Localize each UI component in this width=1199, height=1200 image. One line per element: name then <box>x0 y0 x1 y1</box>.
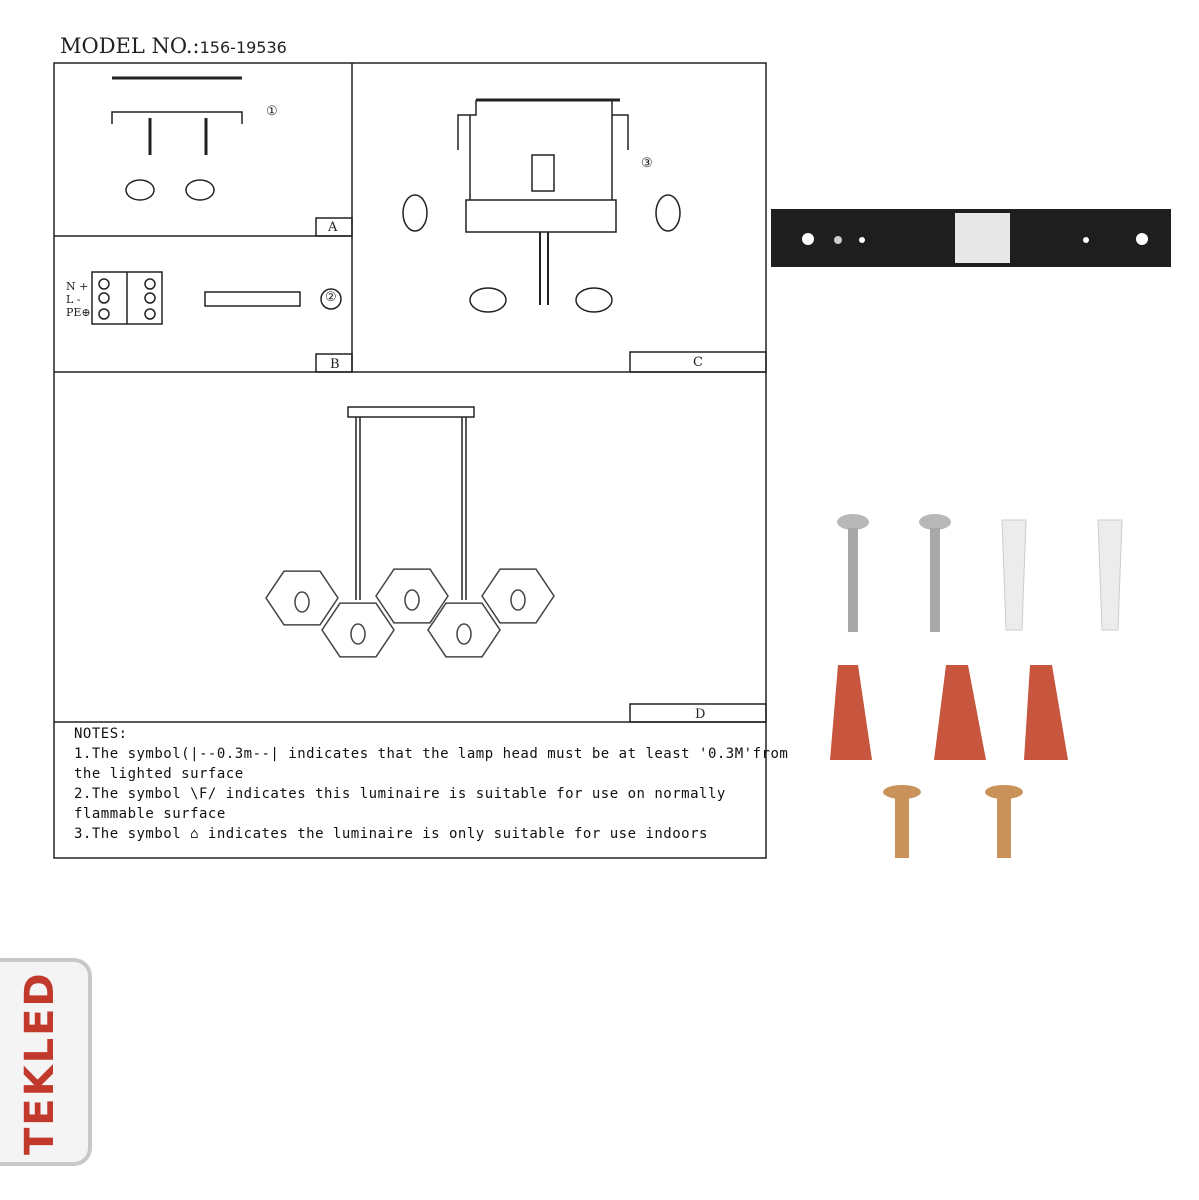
model-number: MODEL NO.:156-19536 <box>60 34 287 58</box>
hexagon-shade <box>481 568 555 624</box>
wire-n: N + <box>66 280 89 293</box>
bulb <box>350 623 366 645</box>
panel-label-b: B <box>330 357 340 372</box>
bulb <box>294 591 310 613</box>
wood-screws <box>837 514 951 632</box>
note-line: the lighted surface <box>74 766 244 782</box>
note-line: 2.The symbol \F/ indicates this luminair… <box>74 786 726 802</box>
hexagon-shade <box>427 602 501 658</box>
hexagon-shade <box>321 602 395 658</box>
bulb <box>456 623 472 645</box>
panel-label-c: C <box>693 355 703 370</box>
step-3: ③ <box>641 156 653 171</box>
note-line: 3.The symbol ⌂ indicates the luminaire i… <box>74 826 708 842</box>
step-1: ① <box>266 104 278 119</box>
step-2: ② <box>325 290 337 305</box>
brass-screws <box>883 785 1023 858</box>
notes-title: NOTES: <box>74 726 128 742</box>
note-line: 1.The symbol(|--0.3m--| indicates that t… <box>74 746 789 762</box>
panel-label-a: A <box>328 220 338 235</box>
product-label <box>955 213 1010 263</box>
sheet-border <box>53 62 767 859</box>
tekled-logo: TEKLED <box>0 958 92 1166</box>
hexagon-shades <box>265 568 555 658</box>
bulb <box>404 589 420 611</box>
wall-plugs <box>1001 519 1123 631</box>
wire-nuts <box>830 665 1068 760</box>
panel-label-d: D <box>695 707 706 722</box>
note-line: flammable surface <box>74 806 226 822</box>
hexagon-shade <box>375 568 449 624</box>
bulb <box>510 589 526 611</box>
wire-l: L - <box>66 293 81 306</box>
hexagon-shade <box>265 570 339 626</box>
wire-pe: PE⊕ <box>66 306 91 319</box>
notes: NOTES: 1.The symbol(|--0.3m--| indicates… <box>74 724 788 844</box>
